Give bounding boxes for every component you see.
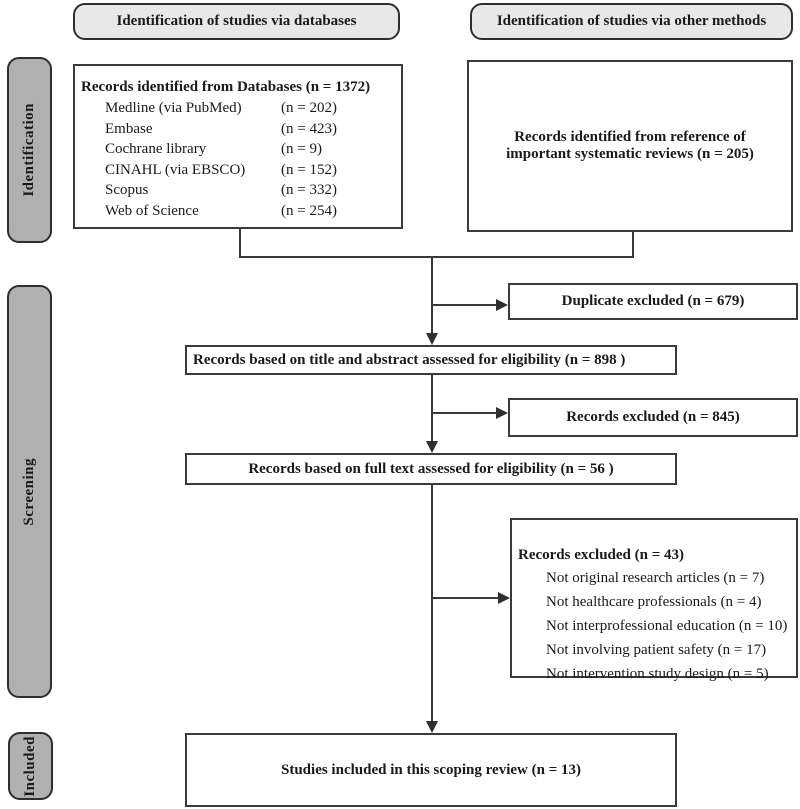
arrowhead-down-icon [426, 333, 438, 345]
connector-to-duplicate-excluded [432, 304, 496, 306]
header-other-methods: Identification of studies via other meth… [470, 3, 793, 40]
stage-included-label: Included [22, 735, 38, 797]
exclusion-reason: Not healthcare professionals (n = 4) [546, 594, 762, 610]
box-studies-included: Studies included in this scoping review … [185, 733, 677, 807]
database-count: (n = 9) [281, 141, 322, 157]
database-label: Cochrane library [105, 141, 207, 157]
connector-to-title-abstract [431, 256, 433, 334]
connector-from-references [632, 232, 634, 258]
database-count: (n = 152) [281, 161, 337, 178]
box-records-excluded-43-title: Records excluded (n = 43) [518, 547, 685, 563]
box-records-excluded-845: Records excluded (n = 845) [508, 398, 798, 437]
box-title-abstract-eligibility: Records based on title and abstract asse… [185, 345, 677, 375]
box-records-excluded-43: Records excluded (n = 43) Not original r… [510, 518, 798, 682]
database-item: Scopus (n = 332) [81, 180, 395, 201]
exclusion-reason: Not involving patient safety (n = 17) [546, 642, 767, 658]
arrowhead-down-icon [426, 441, 438, 453]
exclusion-reason: Not interprofessional education (n = 10) [546, 618, 788, 634]
database-item: Web of Science (n = 254) [81, 201, 395, 222]
database-item: Medline (via PubMed) (n = 202) [81, 98, 395, 119]
database-item: Cochrane library (n = 9) [81, 139, 395, 160]
stage-screening-label: Screening [21, 457, 37, 526]
database-count: (n = 332) [281, 182, 337, 198]
box-records-databases: Records identified from Databases (n = 1… [73, 64, 403, 229]
arrowhead-right-icon [496, 407, 508, 419]
database-label: Scopus [105, 182, 149, 198]
database-label: Web of Science [105, 202, 199, 219]
database-count: (n = 254) [281, 202, 337, 219]
database-count: (n = 423) [281, 120, 337, 137]
database-label: CINAHL (via EBSCO) [105, 161, 246, 178]
stage-included: Included [8, 732, 53, 800]
exclusion-reason: Not intervention study design (n = 5) [546, 666, 769, 682]
stage-identification: Identification [7, 57, 52, 243]
arrowhead-right-icon [496, 299, 508, 311]
arrowhead-right-icon [498, 592, 510, 604]
connector-to-records-excluded-43 [432, 597, 498, 599]
database-count: (n = 202) [281, 100, 337, 116]
connector-to-full-text [431, 375, 433, 441]
stage-identification-label: Identification [21, 103, 37, 197]
box-full-text-eligibility: Records based on full text assessed for … [185, 453, 677, 485]
box-duplicate-excluded: Duplicate excluded (n = 679) [508, 283, 798, 320]
connector-merge-horizontal [239, 256, 634, 258]
connector-from-databases [239, 229, 241, 258]
exclusion-reason: Not original research articles (n = 7) [546, 570, 765, 586]
stage-screening: Screening [7, 285, 52, 698]
connector-to-included [431, 485, 433, 721]
database-label: Medline (via PubMed) [105, 100, 242, 116]
database-item: CINAHL (via EBSCO) (n = 152) [81, 160, 395, 181]
box-records-references: Records identified from reference of imp… [467, 60, 793, 232]
arrowhead-down-icon [426, 721, 438, 733]
database-item: Embase (n = 423) [81, 119, 395, 140]
header-databases: Identification of studies via databases [73, 3, 400, 40]
database-label: Embase [105, 120, 153, 137]
box-records-databases-title: Records identified from Databases (n = 1… [81, 79, 371, 95]
connector-to-records-excluded-845 [432, 412, 496, 414]
